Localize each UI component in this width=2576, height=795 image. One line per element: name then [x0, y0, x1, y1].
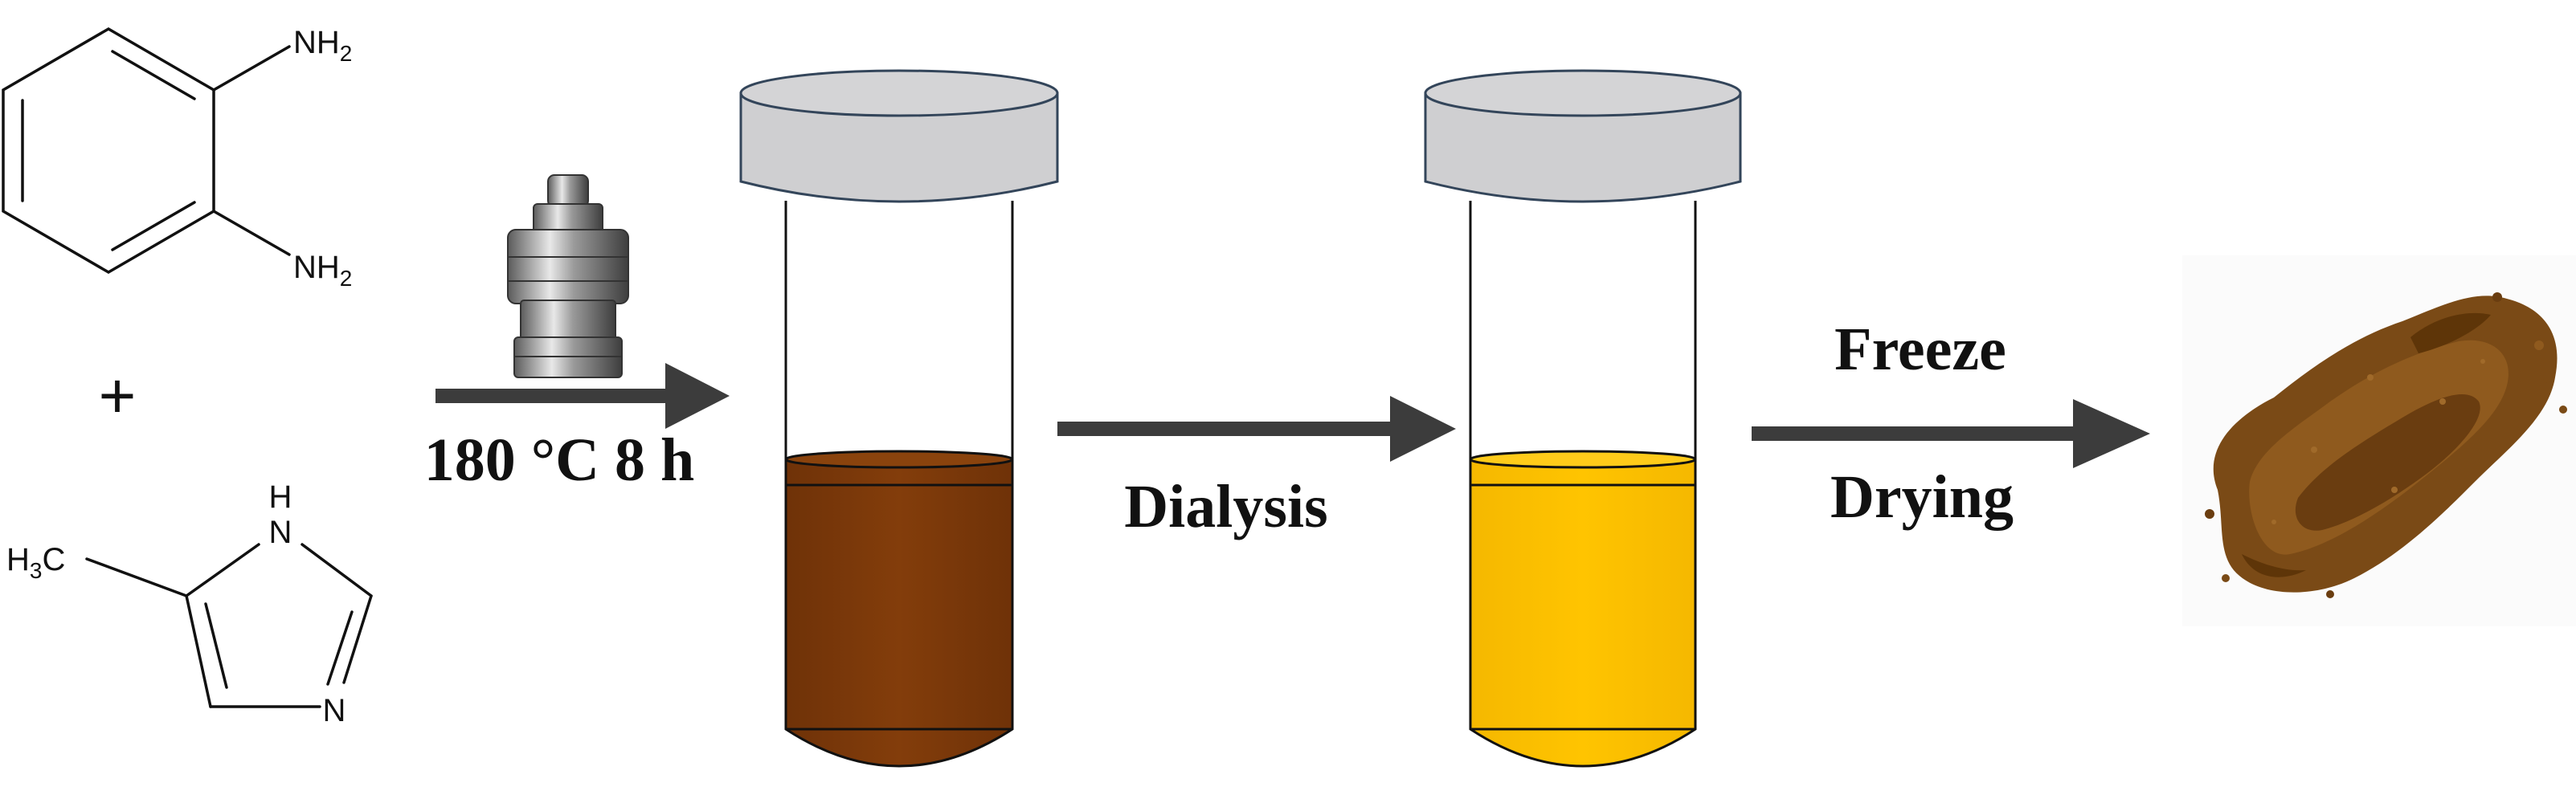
amine-label-bottom: NH2 [293, 250, 352, 291]
crude-solution-tube [739, 69, 1059, 768]
o-phenylenediamine-structure: NH2 NH2 [2, 25, 352, 291]
reaction-arrow [435, 363, 730, 429]
amine-label-top: NH2 [293, 25, 352, 66]
tube-cap [1424, 69, 1742, 203]
benzene-ring [2, 26, 215, 275]
drying-label: Drying [1830, 463, 2014, 531]
tube-cap [739, 69, 1059, 203]
n3-label: N [323, 693, 346, 728]
amine-bond-bottom [212, 210, 291, 256]
dialysis-arrow [1057, 396, 1456, 462]
freeze-label: Freeze [1834, 316, 2006, 383]
nh-label: H [269, 479, 292, 515]
freeze-drying-arrow [1752, 399, 2150, 468]
methyl-label: H3C [6, 542, 65, 583]
n1-label: N [269, 515, 292, 550]
plus-sign: + [99, 360, 137, 431]
dialyzed-solution-tube [1424, 69, 1742, 768]
dialysis-label: Dialysis [1124, 473, 1327, 540]
amine-bond-top [212, 45, 291, 92]
methyl-bond [85, 557, 188, 597]
autoclave-reactor-icon [507, 174, 629, 378]
reaction-condition-label: 180 °C 8 h [424, 426, 695, 494]
methylimidazole-structure: H3C H N N [6, 479, 373, 728]
powder-product-image [2182, 255, 2576, 626]
